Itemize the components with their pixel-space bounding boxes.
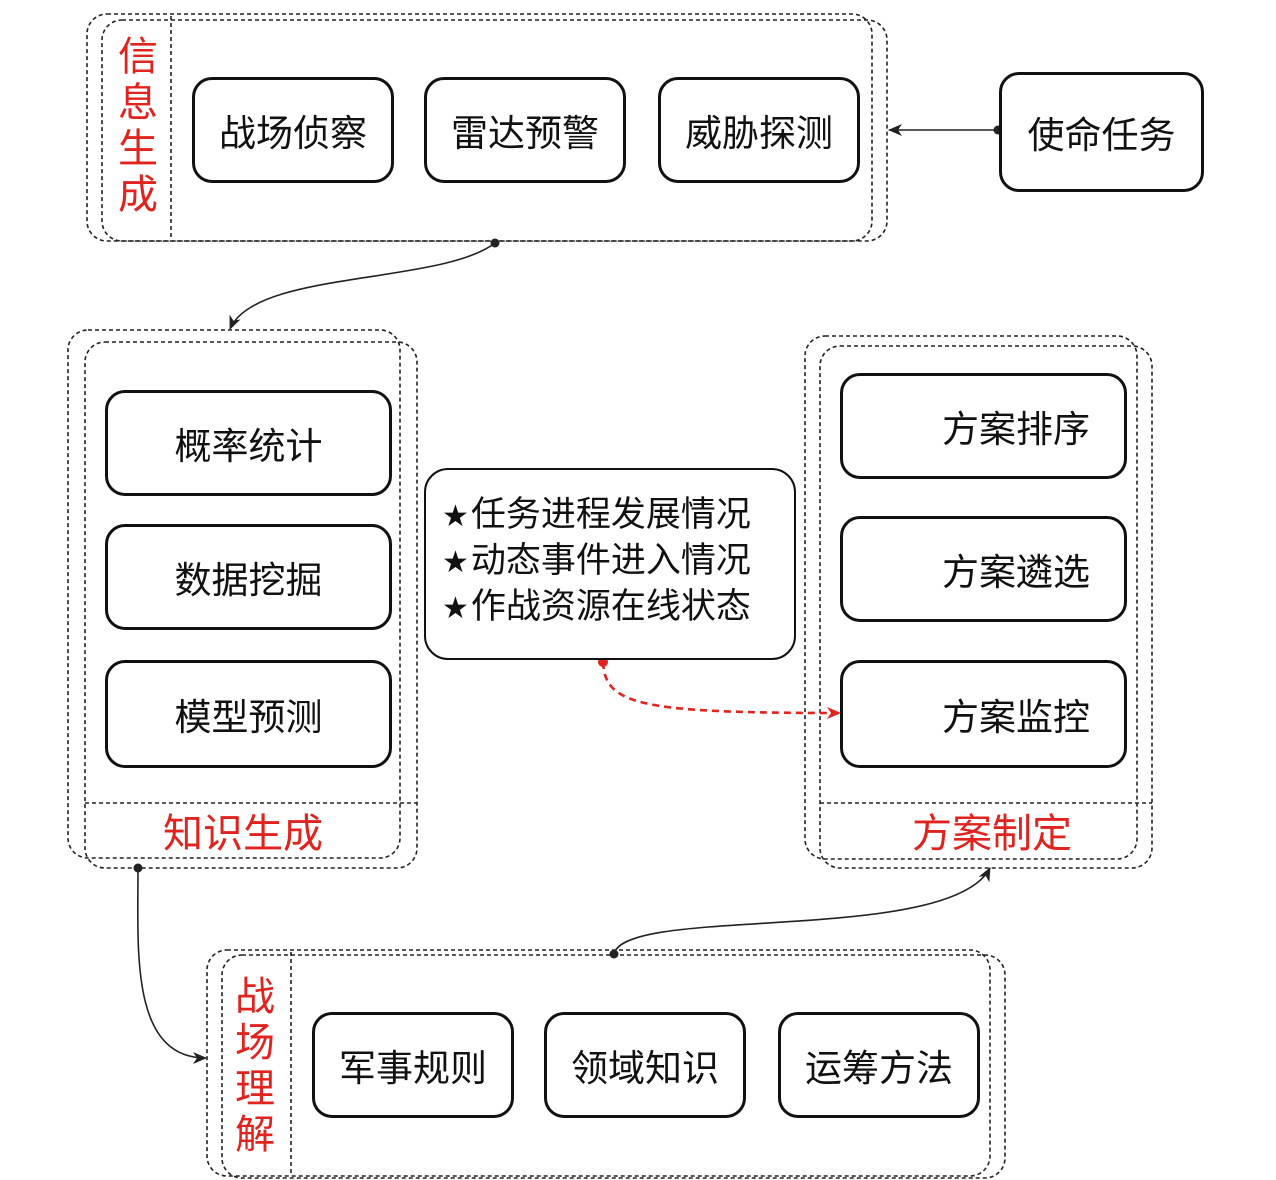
note-line: ★作战资源在线状态 bbox=[442, 587, 751, 627]
info-item-recon: 战场侦察 bbox=[192, 77, 394, 183]
battlefield-to-plan-connector bbox=[609, 867, 991, 959]
battlefield-item-operations-research: 运筹方法 bbox=[778, 1012, 980, 1118]
battlefield-item-domain-knowledge: 领域知识 bbox=[544, 1012, 746, 1118]
battlefield-group-label: 战场理解 bbox=[235, 974, 275, 1158]
status-note: ★任务进程发展情况 ★动态事件进入情况 ★作战资源在线状态 bbox=[424, 468, 796, 660]
mission-box: 使命任务 bbox=[999, 72, 1204, 192]
note-line: ★任务进程发展情况 bbox=[442, 495, 751, 535]
plan-item-monitoring: 方案监控 bbox=[840, 660, 1127, 768]
info-item-threat: 威胁探测 bbox=[658, 77, 860, 183]
plan-group-label: 方案制定 bbox=[912, 811, 1072, 857]
star-icon: ★ bbox=[442, 545, 469, 580]
info-to-knowledge-connector bbox=[229, 238, 500, 330]
mission-to-info-connector bbox=[888, 124, 1003, 136]
knowledge-item-data-mining: 数据挖掘 bbox=[105, 524, 392, 630]
plan-item-ranking: 方案排序 bbox=[840, 373, 1127, 479]
info-item-radar: 雷达预警 bbox=[424, 77, 626, 183]
knowledge-to-battlefield-connector bbox=[133, 863, 207, 1064]
knowledge-item-statistics: 概率统计 bbox=[105, 390, 392, 496]
knowledge-group-label: 知识生成 bbox=[163, 811, 323, 857]
knowledge-group-frame bbox=[67, 329, 418, 869]
star-icon: ★ bbox=[442, 499, 469, 534]
info-group-label: 信息生成 bbox=[118, 34, 158, 218]
star-icon: ★ bbox=[442, 591, 469, 626]
plan-item-selection: 方案遴选 bbox=[840, 516, 1127, 622]
knowledge-item-model-prediction: 模型预测 bbox=[105, 660, 392, 768]
note-to-monitor-connector bbox=[598, 657, 841, 719]
battlefield-item-military-rules: 军事规则 bbox=[312, 1012, 514, 1118]
note-line: ★动态事件进入情况 bbox=[442, 541, 751, 581]
